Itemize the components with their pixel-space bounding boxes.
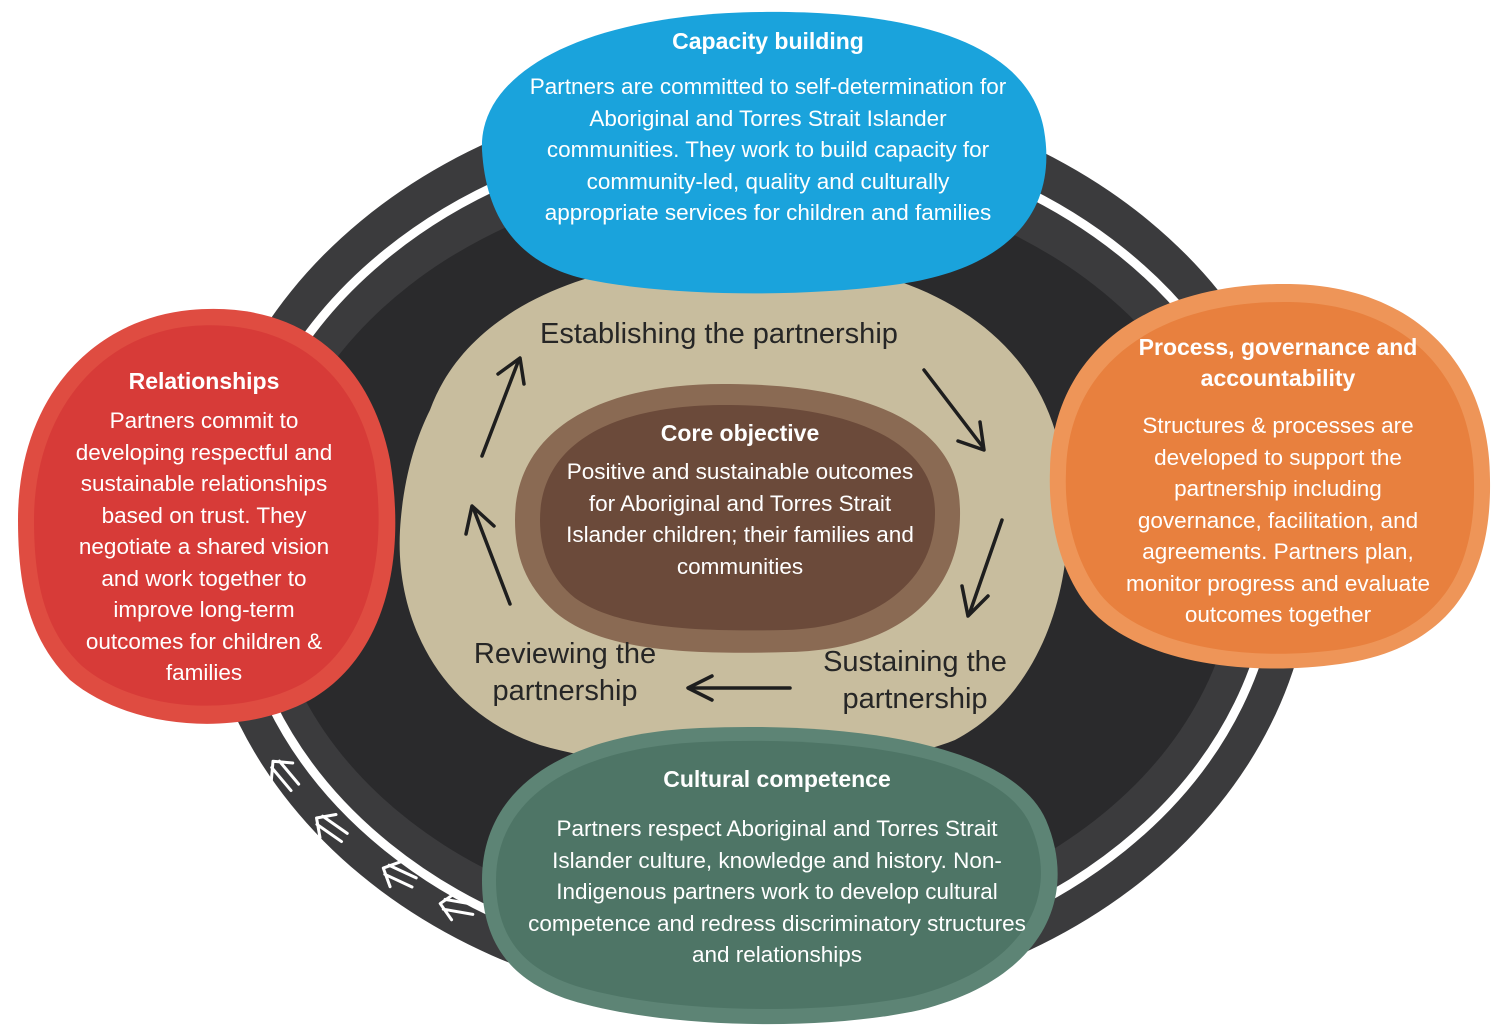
ring-arrow-bottom-left-1 [438,890,477,922]
core-objective: Core objective Positive and sustainable … [560,418,920,582]
ring-arrow-top-left-4 [247,251,277,289]
cultural-bubble-inner [496,740,1041,1009]
ring-arrow-top-right-4 [1216,226,1249,259]
cultural-body: Partners respect Aboriginal and Torres S… [528,816,1026,967]
arrow-review-up [472,508,512,606]
ring-arrow-bottom-right-2 [1272,800,1302,836]
process-governance-bubble: Process, governance and accountability S… [1110,332,1446,631]
ring-arrow-top-right-2 [1092,147,1129,177]
process-title: Process, governance and accountability [1138,334,1418,391]
ring-arrow-top-left-1 [420,90,456,120]
capacity-bubble-shape [481,11,1047,294]
ring-arrow-top-left-2 [357,135,391,167]
arrow-establish-to-sustain [922,368,984,448]
arrow-sustain-to-review-head [686,674,714,702]
stage-establishing: Establishing the partnership [540,318,898,350]
cultural-title: Cultural competence [663,766,891,792]
core-title: Core objective [660,420,820,446]
relationships-bubble: Relationships Partners commit to develop… [70,366,338,689]
capacity-title: Capacity building [672,28,864,54]
process-bubble-inner [1065,301,1475,654]
capacity-body: Partners are committed to self-determina… [529,74,1007,225]
ring-arrow-top-right-1 [1040,108,1078,140]
core-body: Positive and sustainable outcomes for Ab… [566,459,914,579]
relationships-bubble-inner [34,325,379,706]
process-body: Structures & processes are developed to … [1126,413,1430,627]
relationships-title: Relationships [128,368,280,394]
cultural-competence-bubble: Cultural competence Partners respect Abo… [522,764,1032,971]
core-inner [540,404,936,631]
ring-arrow-bottom-right-3 [1183,878,1217,909]
ring-arrow-bottom-left-3 [315,813,349,844]
ring-arrow-bottom-left-2 [381,859,418,889]
ring-arrow-top-left-3 [294,183,325,217]
arrow-to-establish-head [496,356,526,386]
arrow-to-sustain-head [960,584,990,618]
relationships-body: Partners commit to developing respectful… [75,408,333,685]
stage-sustaining: Sustaining the partnership [823,646,1007,715]
ring-arrow-top-right-3 [1165,188,1199,219]
ring-arrow-bottom-right-1 [1310,708,1342,746]
stage-reviewing: Reviewing the partnership [473,638,657,707]
arrow-to-sustain [968,518,1004,614]
arrow-review-up-head [464,504,496,536]
ring-arrow-bottom-right-4 [1111,919,1149,949]
arrow-to-establish [480,360,520,458]
arrow-establish-to-sustain-head [956,420,986,452]
capacity-building-bubble: Capacity building Partners are committed… [528,26,1008,229]
ring-arrow-bottom-left-4 [269,759,301,793]
